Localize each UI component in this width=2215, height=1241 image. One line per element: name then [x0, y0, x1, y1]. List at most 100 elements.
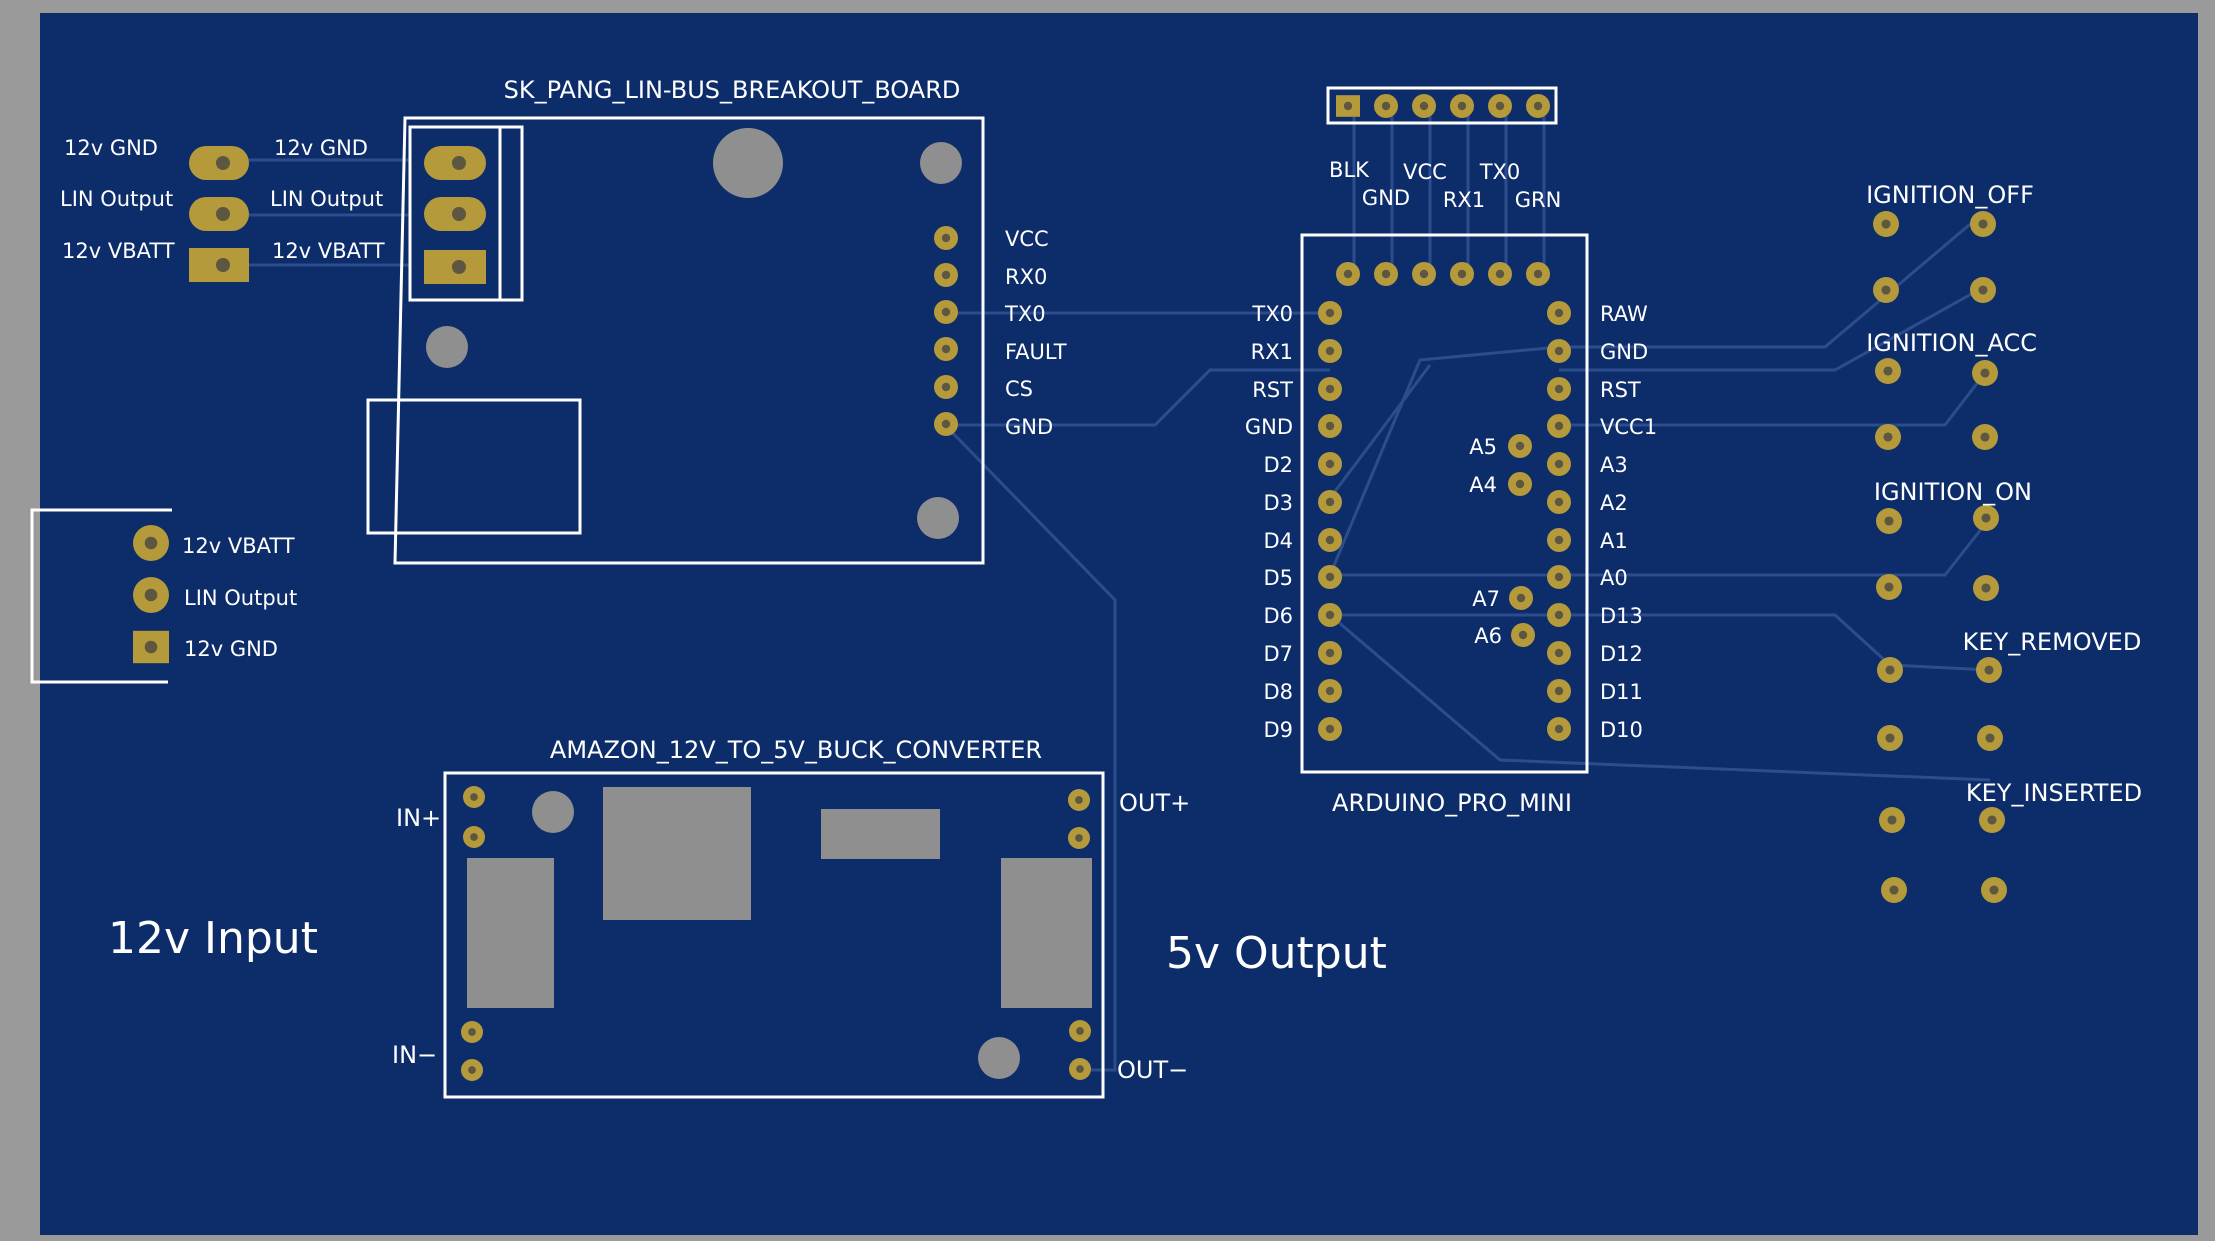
lin-pin-label-0: VCC [1005, 227, 1049, 251]
ignition-right-pad-1 [1970, 277, 1996, 303]
ignition-right-pad-7 [1977, 725, 2003, 751]
ignition-label-1: IGNITION_ACC [1866, 329, 2037, 357]
arduino-left-label-1: RX1 [1251, 340, 1293, 364]
lin-conn-pad-0 [424, 146, 486, 180]
lin-pin-pad-3 [934, 337, 958, 361]
conn-bottom-label-2: 12v GND [184, 637, 278, 661]
arduino-right-pad-0 [1547, 301, 1571, 325]
arduino-left-label-3: GND [1245, 415, 1293, 439]
ignition-left-pad-6 [1877, 657, 1903, 683]
buck-out-minus-label: OUT− [1117, 1056, 1188, 1084]
lin-pin-pad-2 [934, 300, 958, 324]
header-bottom-label-0: GND [1362, 186, 1410, 210]
ignition-right-pad-6 [1976, 657, 2002, 683]
arduino-left-pad-10 [1318, 679, 1342, 703]
lin-mount-hole-bottom [917, 497, 959, 539]
arduino-left-label-4: D2 [1263, 453, 1293, 477]
lin-mount-hole-left [426, 326, 468, 368]
ignition-right-pad-4 [1973, 505, 1999, 531]
lin-mount-hole-small [920, 142, 962, 184]
ignition-left-pad-0 [1873, 211, 1899, 237]
arduino-right-label-9: D12 [1600, 642, 1643, 666]
pcb-board [40, 13, 2198, 1235]
header-pad-1 [1374, 94, 1398, 118]
buck-pad-5 [461, 1059, 483, 1081]
header-top-label-0: BLK [1329, 158, 1370, 182]
lin-module-outline [366, 398, 582, 535]
lin-pin-label-3: FAULT [1005, 340, 1067, 364]
ignition-left-pad-4 [1876, 508, 1902, 534]
arduino-right-pad-5 [1547, 490, 1571, 514]
input-12v-label: 12v Input [108, 913, 318, 964]
arduino-right-label-1: GND [1600, 340, 1648, 364]
buck-pad-2 [1068, 789, 1090, 811]
conn-left-label-2: 12v VBATT [62, 239, 175, 263]
arduino-right-pad-4 [1547, 452, 1571, 476]
arduino-right-pad-11 [1547, 717, 1571, 741]
lin-pin-label-5: GND [1005, 415, 1053, 439]
arduino-outline [1300, 233, 1589, 774]
ignition-left-pad-7 [1877, 725, 1903, 751]
buck-inductor [603, 787, 751, 920]
buck-pad-6 [1069, 1020, 1091, 1042]
buck-pad-7 [1069, 1058, 1091, 1080]
lin-pin-label-1: RX0 [1005, 265, 1047, 289]
buck-chip [821, 809, 940, 859]
ignition-left-pad-8 [1879, 807, 1905, 833]
buck-title: AMAZON_12V_TO_5V_BUCK_CONVERTER [550, 736, 1042, 764]
buck-in-minus-label: IN− [392, 1041, 437, 1069]
conn-left-label-1: LIN Output [60, 187, 173, 211]
arduino-top-pad-0 [1336, 262, 1360, 286]
arduino-left-label-6: D4 [1263, 529, 1293, 553]
header-outline [1326, 86, 1558, 125]
arduino-inner-label-1: A4 [1469, 473, 1497, 497]
header-top-label-2: TX0 [1479, 160, 1521, 184]
conn-bottom-label-1: LIN Output [184, 586, 297, 610]
arduino-right-label-5: A2 [1600, 491, 1628, 515]
buck-in-plus-label: IN+ [396, 804, 441, 832]
conn-bottom-pad-0 [133, 525, 169, 561]
arduino-right-label-4: A3 [1600, 453, 1628, 477]
arduino-left-label-0: TX0 [1251, 302, 1293, 326]
arduino-right-pad-2 [1547, 377, 1571, 401]
arduino-right-label-7: A0 [1600, 566, 1628, 590]
ignition-label-2: IGNITION_ON [1874, 478, 2032, 506]
lin-board-outline [393, 116, 985, 565]
arduino-left-pad-11 [1318, 717, 1342, 741]
ignition-left-pad-3 [1875, 424, 1901, 450]
ignition-right-pad-5 [1973, 575, 1999, 601]
ignition-right-pad-9 [1981, 877, 2007, 903]
arduino-left-label-5: D3 [1263, 491, 1293, 515]
buck-pad-4 [461, 1021, 483, 1043]
conn-left-pad-0 [189, 146, 249, 180]
header-pad-5 [1526, 94, 1550, 118]
silkscreen-text: SK_PANG_LIN-BUS_BREAKOUT_BOARD AMAZON_12… [60, 76, 2142, 1084]
arduino-left-pad-9 [1318, 641, 1342, 665]
conn-bottom-pad-1 [133, 577, 169, 613]
ignition-left-pad-1 [1873, 277, 1899, 303]
arduino-right-pad-6 [1547, 528, 1571, 552]
lin-conn-pad-1 [424, 197, 486, 231]
arduino-top-pad-5 [1526, 262, 1550, 286]
arduino-left-pad-5 [1318, 490, 1342, 514]
arduino-right-label-10: D11 [1600, 680, 1643, 704]
arduino-inner-pad-2 [1509, 586, 1533, 610]
arduino-top-pad-3 [1450, 262, 1474, 286]
arduino-top-pad-2 [1412, 262, 1436, 286]
lin-pin-pad-5 [934, 412, 958, 436]
arduino-right-label-11: D10 [1600, 718, 1643, 742]
conn-right-label-2: 12v VBATT [272, 239, 385, 263]
buck-cap-left [467, 858, 554, 1008]
buck-pad-3 [1068, 827, 1090, 849]
arduino-right-label-0: RAW [1600, 302, 1648, 326]
ignition-left-pad-5 [1876, 574, 1902, 600]
arduino-inner-label-2: A7 [1472, 587, 1500, 611]
input-connector-outline [30, 508, 172, 684]
lin-mount-hole [713, 128, 783, 198]
header-bottom-label-1: RX1 [1443, 188, 1485, 212]
arduino-left-pad-2 [1318, 377, 1342, 401]
arduino-right-label-2: RST [1600, 378, 1641, 402]
